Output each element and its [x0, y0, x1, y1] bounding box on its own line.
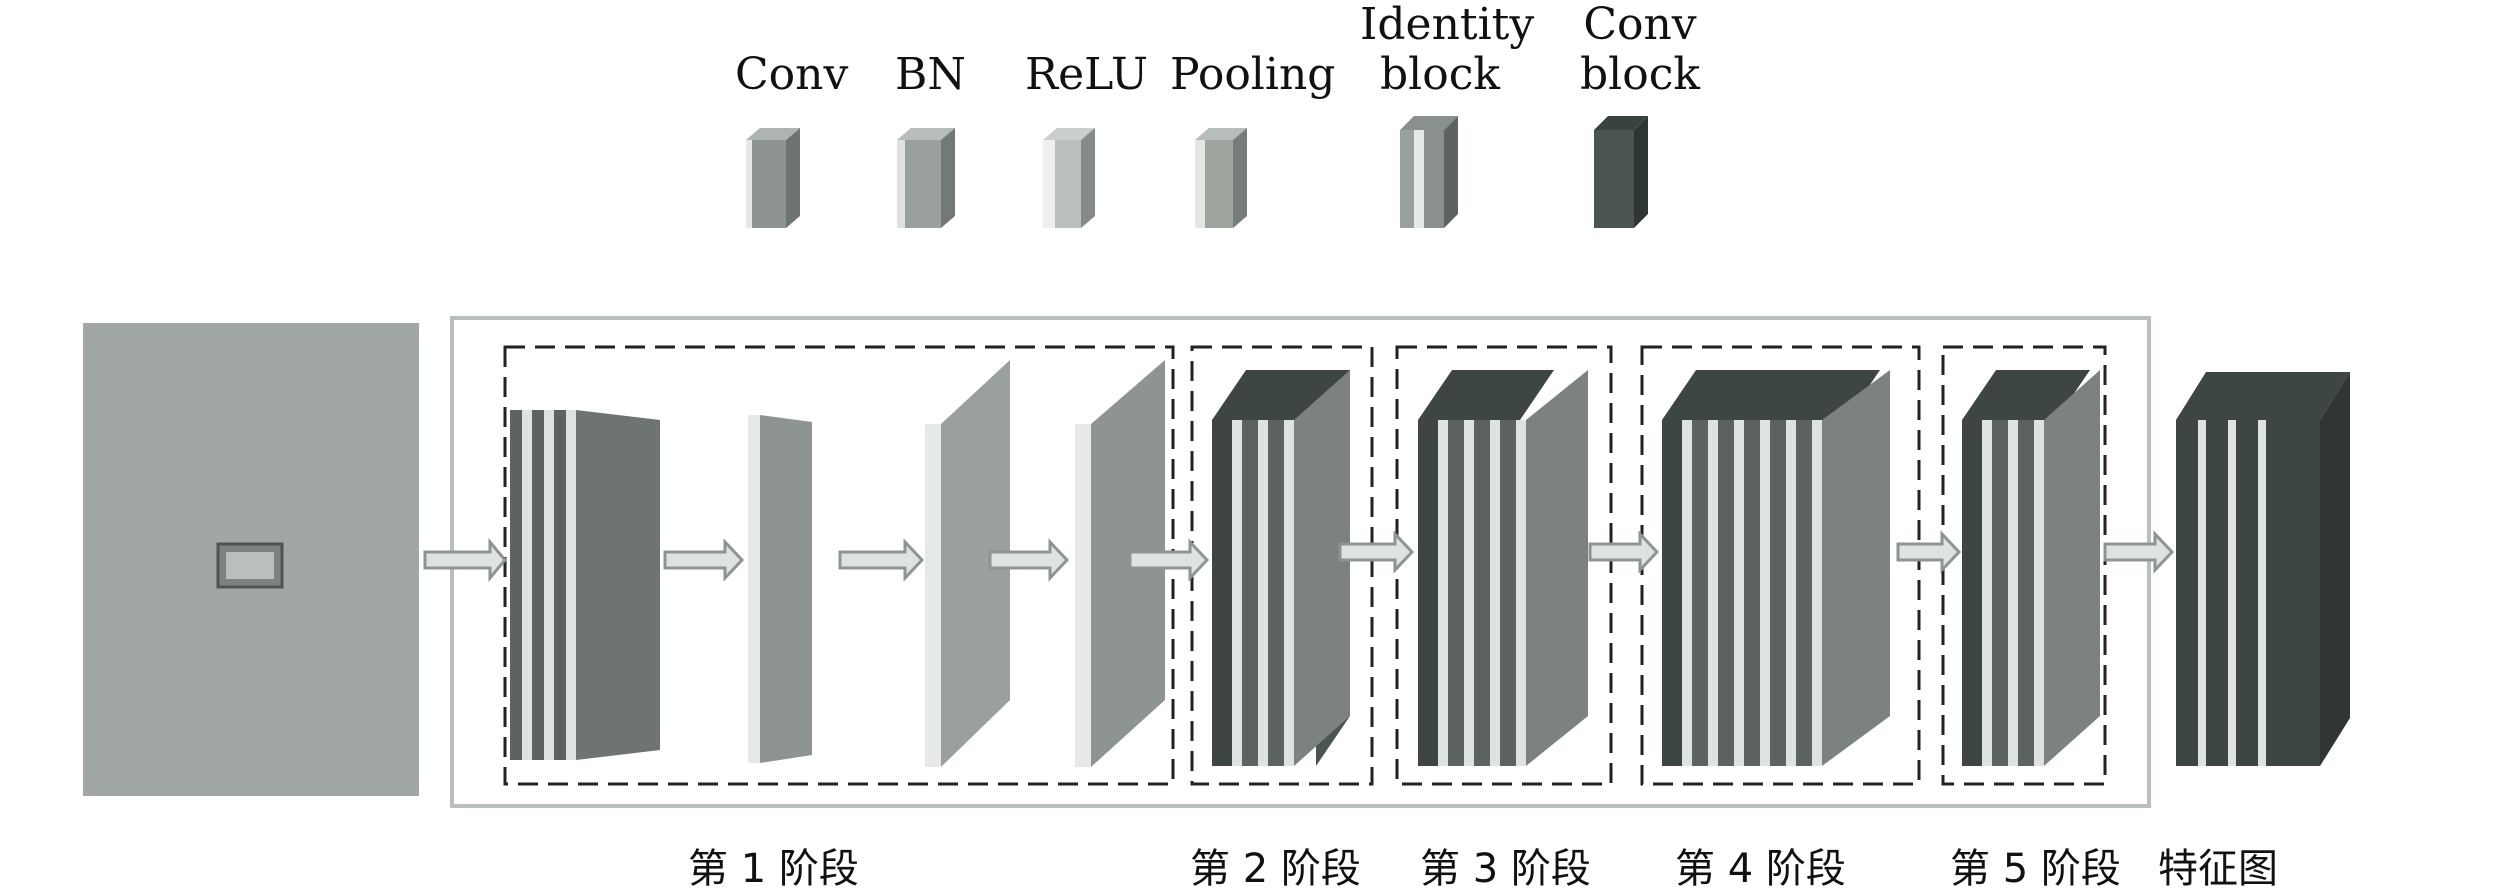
flow-arrows: [423, 530, 2175, 583]
stage-1-pooling-layer: [1075, 360, 1165, 767]
input-image: [83, 323, 419, 796]
arrow-conv-bn: [663, 538, 745, 582]
stage-2-box: [1190, 345, 1374, 786]
arrow-bn-relu: [838, 538, 925, 582]
stage-1-bn-layer: [748, 415, 812, 763]
arrow-stage2-stage3: [1338, 530, 1415, 574]
stage-3-blocks: [1418, 370, 1588, 766]
legend-label-relu: ReLU: [1025, 49, 1149, 100]
output-feature-map: [2176, 372, 2350, 766]
stage-1-conv-layer: [510, 410, 660, 760]
stage-4-label: 第 4 阶段: [1675, 846, 1846, 892]
legend-label-bn: BN: [895, 49, 966, 100]
legend-icon-identity-block: [1400, 116, 1458, 228]
legend-icon-pooling: [1195, 128, 1247, 228]
legend-icon-bn: [897, 128, 955, 228]
feature-map-label: 特征图: [2158, 846, 2278, 892]
stage-2-label: 第 2 阶段: [1190, 846, 1361, 892]
arrow-stage3-stage4: [1588, 530, 1660, 574]
stage-5-blocks: [1962, 370, 2100, 766]
stage-4-blocks: [1662, 370, 1890, 766]
stage-5-label: 第 5 阶段: [1950, 846, 2121, 892]
legend-icon-conv: [746, 128, 800, 228]
legend-label-identity-block: Identity block: [1360, 0, 1535, 100]
legend-label-pooling: Pooling: [1170, 49, 1336, 100]
stage-1-label: 第 1 阶段: [688, 846, 859, 892]
stage-2-blocks: [1212, 370, 1350, 766]
arrow-stage1-stage2: [1128, 538, 1210, 582]
legend-label-conv-block: Conv block: [1580, 0, 1701, 100]
legend-icon-conv-block: [1594, 116, 1648, 228]
stage-1-relu-layer: [925, 360, 1010, 767]
legend-icon-relu: [1043, 128, 1095, 228]
legend-label-conv: Conv: [735, 49, 849, 100]
arrow-stage4-stage5: [1896, 530, 1962, 574]
arrow-input-stage1: [423, 537, 507, 583]
arrow-relu-pool: [988, 538, 1070, 582]
arrow-stage5-output: [2103, 530, 2175, 574]
stage-3-label: 第 3 阶段: [1420, 846, 1591, 892]
